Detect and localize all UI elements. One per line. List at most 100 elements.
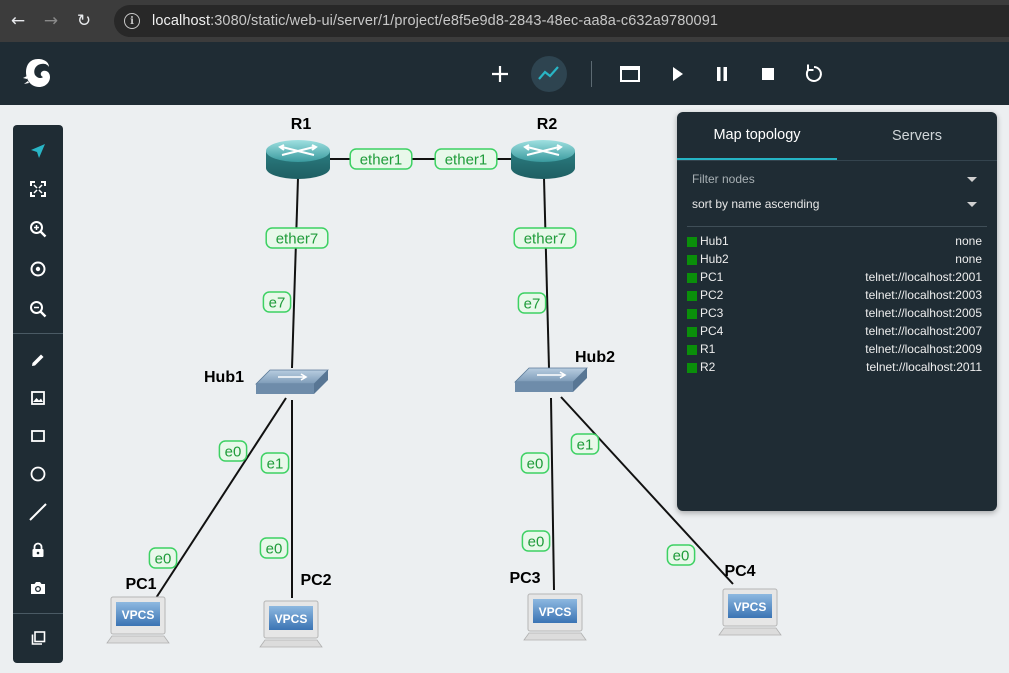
link-r2-hub2[interactable] <box>543 177 550 369</box>
router-node-r1[interactable]: R1 <box>266 116 330 179</box>
keyboard-base <box>259 639 323 648</box>
link-r1-hub1[interactable] <box>291 177 299 369</box>
layers-icon <box>31 631 46 645</box>
monitor-screen-text: VPCS <box>275 612 308 626</box>
suspend-all-button[interactable] <box>706 58 738 90</box>
router-node-r2[interactable]: R2 <box>511 116 575 179</box>
port-label[interactable]: ether7 <box>513 227 577 249</box>
site-info-icon[interactable]: i <box>124 13 140 29</box>
layers-tool[interactable] <box>13 620 63 656</box>
port-label[interactable]: e0 <box>148 547 178 569</box>
hub-node-hub2[interactable]: Hub2 <box>514 349 615 392</box>
port-label[interactable]: e0 <box>666 544 696 566</box>
port-label-box <box>520 452 550 474</box>
port-label-box <box>513 227 577 249</box>
port-label[interactable]: e0 <box>521 530 551 552</box>
select-tool[interactable] <box>13 133 63 169</box>
reload-all-button[interactable] <box>798 58 830 90</box>
port-label[interactable]: e0 <box>218 440 248 462</box>
node-label[interactable]: R2 <box>537 116 558 133</box>
fit-screen-tool[interactable] <box>13 171 63 207</box>
tools-divider <box>13 333 63 334</box>
tab-map-topology[interactable]: Map topology <box>677 112 837 160</box>
port-label[interactable]: e7 <box>517 292 547 314</box>
reset-zoom-tool[interactable] <box>13 251 63 287</box>
hub-node-hub1[interactable]: Hub1 <box>204 369 329 394</box>
gns3-logo-icon[interactable] <box>22 56 54 90</box>
reload-page-icon[interactable]: ↻ <box>76 11 92 31</box>
node-label[interactable]: Hub2 <box>575 349 615 366</box>
link-hub2-pc4[interactable] <box>560 396 734 585</box>
add-icon <box>492 66 508 82</box>
zoom-out-tool[interactable] <box>13 291 63 327</box>
port-labels-layer: ether1 ether1 ether7 e7 ether7 e7 e0 e0 e1 e0 e0 e0… <box>148 148 696 569</box>
zoom-in-icon <box>30 221 47 238</box>
console-icon <box>620 66 640 82</box>
keyboard-base <box>106 635 170 644</box>
back-icon[interactable]: ← <box>10 11 26 31</box>
link-hub1-pc1[interactable] <box>155 397 287 599</box>
forward-icon[interactable]: → <box>43 11 59 31</box>
port-label-box <box>260 452 290 474</box>
node-console: none <box>955 234 982 248</box>
port-label-box <box>349 148 413 170</box>
lock-items-tool[interactable] <box>13 532 63 568</box>
add-node-button[interactable] <box>484 58 516 90</box>
console-all-button[interactable] <box>614 58 646 90</box>
tabs-divider <box>677 160 997 161</box>
insert-image-tool[interactable] <box>13 380 63 416</box>
zoom-in-tool[interactable] <box>13 211 63 247</box>
node-label[interactable]: R1 <box>291 116 312 133</box>
port-label-box <box>521 530 551 552</box>
topology-summary-button[interactable] <box>531 56 567 92</box>
chevron-down-icon <box>967 177 977 182</box>
port-label[interactable]: e7 <box>262 291 292 313</box>
link-hub2-pc3[interactable] <box>550 397 555 591</box>
status-indicator <box>687 309 697 319</box>
stop-all-button[interactable] <box>752 58 784 90</box>
status-indicator <box>687 327 697 337</box>
port-label[interactable]: ether1 <box>349 148 413 170</box>
node-name: PC3 <box>700 306 724 320</box>
router-arrows-icon <box>278 144 318 156</box>
node-label[interactable]: PC3 <box>509 570 540 587</box>
node-label[interactable]: PC4 <box>724 563 755 580</box>
port-label[interactable]: e1 <box>570 433 600 455</box>
draw-ellipse-tool[interactable] <box>13 456 63 492</box>
tab-servers[interactable]: Servers <box>892 128 942 144</box>
pointer-icon <box>31 144 45 158</box>
filter-nodes-select[interactable]: Filter nodes <box>692 172 982 194</box>
node-label[interactable]: PC1 <box>125 576 156 593</box>
address-bar[interactable]: i localhost:3080/static/web-ui/server/1/… <box>114 5 1009 37</box>
start-all-button[interactable] <box>661 58 693 90</box>
add-note-tool[interactable] <box>13 342 63 378</box>
url-text[interactable]: localhost:3080/static/web-ui/server/1/pr… <box>152 13 718 29</box>
port-label[interactable]: e0 <box>520 452 550 474</box>
pc-node-pc2[interactable]: VPCS PC2 <box>259 572 332 648</box>
port-label[interactable]: ether1 <box>434 148 498 170</box>
port-label[interactable]: ether7 <box>265 227 329 249</box>
play-icon <box>673 67 683 81</box>
monitor-screen-text: VPCS <box>539 605 572 619</box>
port-label[interactable]: e1 <box>260 452 290 474</box>
draw-line-tool[interactable] <box>13 494 63 530</box>
screenshot-tool[interactable] <box>13 570 63 606</box>
sort-nodes-select[interactable]: sort by name ascending <box>692 197 982 219</box>
pc-node-pc3[interactable]: VPCS PC3 <box>509 570 587 641</box>
draw-rectangle-tool[interactable] <box>13 418 63 454</box>
node-label[interactable]: Hub1 <box>204 369 244 386</box>
node-console: none <box>955 252 982 266</box>
port-label[interactable]: e0 <box>259 537 289 559</box>
node-label[interactable]: PC2 <box>300 572 331 589</box>
